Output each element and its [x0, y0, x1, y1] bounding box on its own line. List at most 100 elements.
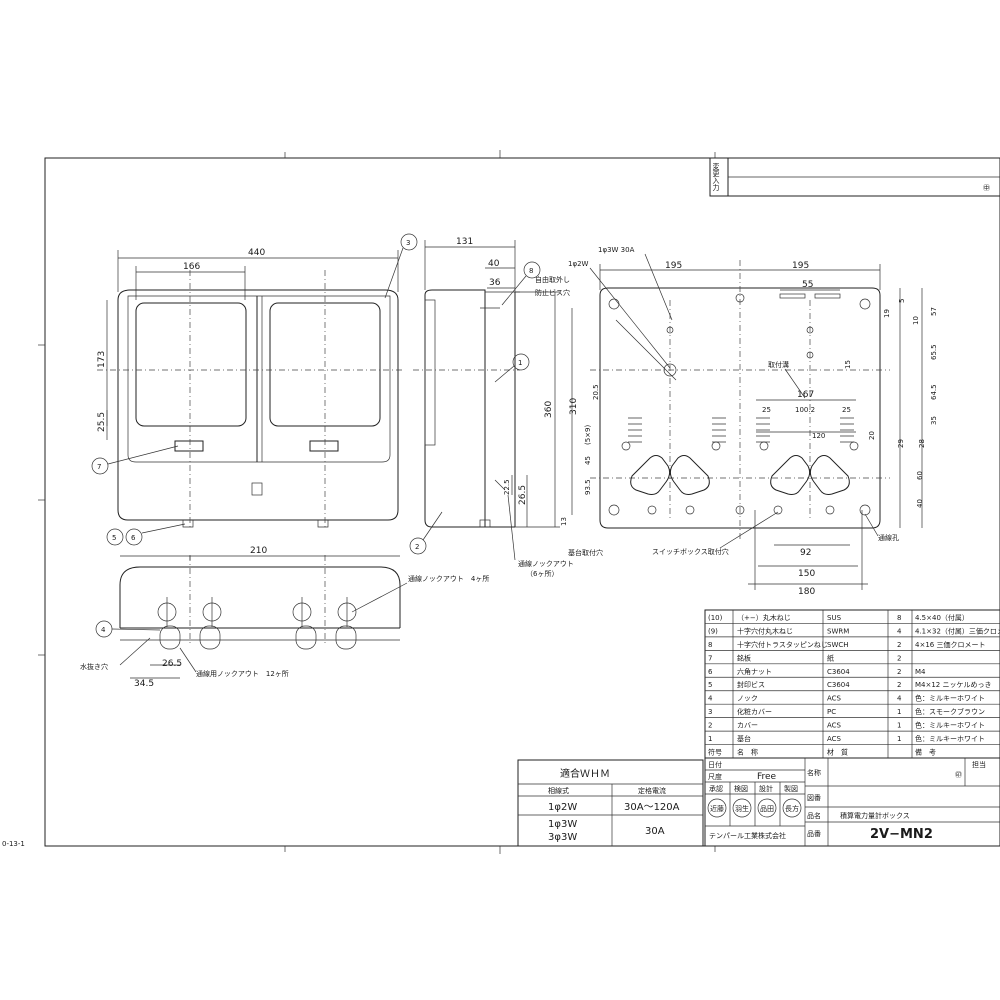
- parts-cell-name: 封印ビス: [737, 680, 765, 689]
- dim-36: 36: [489, 278, 501, 288]
- dim-20: 20: [868, 431, 876, 440]
- parts-cell-remark: 4×16 三価クロメート: [915, 640, 985, 649]
- dim-310: 310: [569, 398, 579, 415]
- corner-label: 0-13-1: [2, 840, 25, 848]
- dim-150: 150: [798, 569, 815, 579]
- note-mount-groove: 取付溝: [768, 360, 789, 369]
- dim-210: 210: [250, 546, 267, 556]
- parts-cell-material: SUS: [827, 614, 842, 622]
- parts-cell-qty: 2: [897, 654, 901, 662]
- dim-10: 10: [912, 316, 920, 325]
- parts-cell-name: 銘板: [737, 653, 751, 662]
- parts-cell-material: ACS: [827, 695, 842, 703]
- parts-cell-no: 5: [708, 681, 712, 689]
- whm-col-phase: 相線式: [548, 786, 569, 795]
- parts-cell-qty: 2: [897, 668, 901, 676]
- dim-93-5: 93.5: [584, 479, 592, 495]
- parts-cell-no: 1: [708, 735, 712, 743]
- parts-cell-no: 6: [708, 668, 713, 676]
- parts-cell-qty: 1: [897, 722, 901, 730]
- frame-center-marks: [38, 150, 716, 854]
- nameplate-left: [174, 440, 204, 452]
- name-label: 名称: [807, 768, 821, 777]
- dim-440: 440: [248, 248, 265, 258]
- parts-cell-remark: 4.5×40（付属）: [915, 613, 969, 622]
- whm-row3-a: 3φ3W: [548, 832, 577, 843]
- note-1p3w-30a: 1φ3W 30A: [598, 246, 635, 254]
- dim-26-5-bottom: 26.5: [162, 659, 182, 669]
- scale-value: Free: [757, 772, 777, 782]
- note-knockout: 通線ノックアウト: [518, 559, 574, 568]
- whm-row1-a: 1φ2W: [548, 802, 577, 813]
- front-view: 440 166 173 25.5 3 7 5 6: [91, 233, 418, 546]
- note-base-hole: 基台取付穴: [568, 548, 603, 557]
- parts-cell-material: SWCH: [827, 641, 849, 649]
- dim-173: 173: [97, 351, 107, 368]
- parts-cell-name: （+−）丸木ねじ: [737, 613, 791, 622]
- dim-15: 15: [844, 360, 852, 369]
- stamp-1: 近藤: [710, 804, 724, 813]
- nameplate-right: [309, 440, 339, 452]
- balloon-6: 6: [131, 534, 136, 542]
- parts-cell-remark: M4: [915, 668, 926, 676]
- note-prevent-screw: 防止ビス穴: [535, 288, 570, 297]
- parts-cell-remark: 色：スモークブラウン: [915, 707, 985, 716]
- side-view: 131 40 36 360 26.5 22.5 8 1 2 自由取外し 防止ビス…: [409, 237, 603, 578]
- dim-45: 45: [584, 456, 592, 465]
- revision-date-mark: ㊥: [983, 184, 990, 192]
- stamp-4: 長方: [785, 804, 799, 813]
- parts-cell-name: 六角ナット: [737, 667, 772, 676]
- parts-cell-remark: 4.1×32（付属）三価クロメート: [915, 626, 1000, 635]
- note-drain-hole: 水抜き穴: [80, 662, 108, 671]
- parts-header-remark: 備 考: [915, 748, 936, 757]
- dim-34-5: 34.5: [134, 679, 154, 689]
- design-label: 設計: [759, 784, 773, 793]
- parts-cell-name: 十字穴付トラスタッピンねじ: [737, 640, 828, 649]
- dim-120: 120: [812, 432, 825, 440]
- parts-cell-material: C3604: [827, 681, 850, 689]
- parts-cell-name: ノック: [737, 695, 758, 703]
- parts-header-name: 名 称: [737, 748, 758, 757]
- note-knockout-count: （6ヶ所）: [526, 569, 558, 578]
- parts-cell-material: SWRM: [827, 627, 849, 635]
- title-block: 日付 尺度 Free 名称 承認 検図 設計 製図 近藤 羽生 品田 長方 図番…: [704, 757, 1000, 847]
- dim-40: 40: [488, 259, 500, 269]
- parts-cell-no: (9): [708, 627, 718, 635]
- parts-cell-no: 2: [708, 722, 712, 730]
- dim-57: 57: [930, 307, 938, 316]
- parts-cell-no: 7: [708, 654, 712, 662]
- charge-mark: ㊞: [955, 771, 962, 779]
- dim-22-5: 22.5: [503, 479, 511, 495]
- parts-cell-qty: 8: [897, 614, 901, 622]
- dim-65-5: 65.5: [930, 344, 938, 360]
- dim-29: 29: [897, 439, 905, 448]
- parts-cell-no: 4: [708, 695, 713, 703]
- product-no-label: 品番: [807, 830, 821, 838]
- company: テンパール工業株式会社: [709, 831, 786, 840]
- parts-cell-material: C3604: [827, 668, 850, 676]
- whm-row1-b: 30A〜120A: [624, 802, 680, 813]
- charge-label: 担当: [972, 760, 986, 769]
- stamp-2: 羽生: [735, 804, 749, 813]
- dim-5x9: (5×9): [584, 424, 592, 445]
- parts-cell-qty: 4: [897, 627, 902, 635]
- dim-25-5: 25.5: [97, 412, 107, 432]
- parts-cell-material: ACS: [827, 722, 842, 730]
- check-label: 検図: [734, 784, 748, 793]
- approve-label: 承認: [709, 784, 723, 793]
- balloon-3: 3: [406, 239, 410, 247]
- dim-195-left: 195: [665, 261, 682, 271]
- dim-20-5: 20.5: [592, 384, 600, 400]
- note-switchbox-holes: スイッチボックス取付穴: [652, 547, 729, 556]
- scale-label: 尺度: [708, 772, 722, 781]
- dim-360: 360: [544, 401, 554, 418]
- parts-cell-remark: 色：ミルキーホワイト: [915, 734, 985, 743]
- whm-table: 適合ＷＨＭ 相線式 定格電流 1φ2W 30A〜120A 1φ3W 3φ3W 3…: [517, 759, 704, 847]
- dim-55: 55: [802, 280, 813, 290]
- parts-cell-name: 十字穴付丸木ねじ: [737, 626, 793, 635]
- parts-cell-remark: 色：ミルキーホワイト: [915, 694, 985, 703]
- rear-view: 195 195 55 19 5 10 57 15 65.5 64.5 35 31…: [560, 246, 938, 597]
- parts-cell-material: PC: [827, 708, 836, 716]
